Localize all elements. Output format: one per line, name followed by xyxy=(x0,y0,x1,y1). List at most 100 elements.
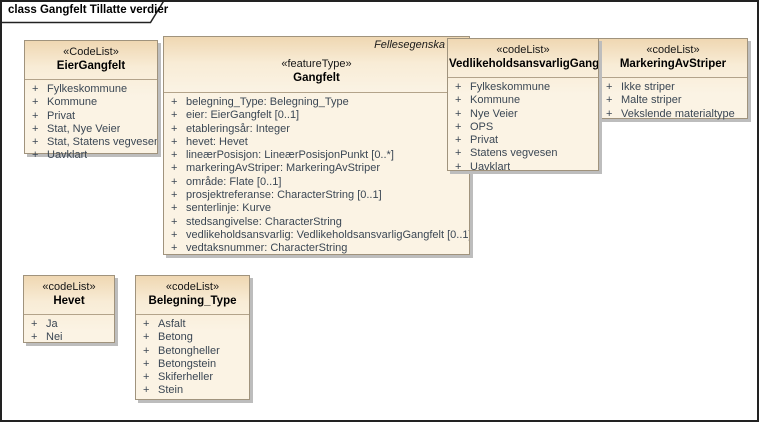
attribute-row[interactable]: + Malte striper xyxy=(599,94,747,107)
attribute-label: Stat, Nye Veier xyxy=(47,122,121,135)
attribute-row[interactable]: + område: Flate [0..1] xyxy=(164,176,469,189)
attribute-compartment: + Ikke striper + Malte striper + Vekslen… xyxy=(599,77,747,121)
stereotype-label: «codeList» xyxy=(42,281,96,293)
attribute-compartment: + Fylkeskommune + Kommune + Privat + Sta… xyxy=(25,79,157,163)
attribute-row[interactable]: + etableringsår: Integer xyxy=(164,123,469,136)
visibility-plus: + xyxy=(455,81,462,93)
attribute-row[interactable]: + vedtaksnummer: CharacterString xyxy=(164,242,469,255)
uml-class-markeringavstriper[interactable]: «codeList» MarkeringAvStriper + Ikke str… xyxy=(598,38,748,121)
uml-class-eiergangfelt[interactable]: «CodeList» EierGangfelt + Fylkeskommune … xyxy=(24,40,158,161)
visibility-plus: + xyxy=(455,94,462,107)
attribute-row[interactable]: + Fylkeskommune xyxy=(448,81,598,94)
attribute-row[interactable]: + Uavklart xyxy=(25,149,157,162)
visibility-plus: + xyxy=(32,96,39,109)
attribute-label: Fylkeskommune xyxy=(470,81,551,93)
visibility-plus: + xyxy=(32,136,39,149)
class-header: «codeList» Belegning_Type xyxy=(136,276,249,310)
attribute-row[interactable]: + Skiferheller xyxy=(136,371,249,384)
attribute-compartment: + Ja + Nei xyxy=(24,314,114,345)
attribute-row[interactable]: + Asfalt xyxy=(136,318,249,331)
attribute-row[interactable]: + Vekslende materialtype xyxy=(599,108,747,121)
attribute-row[interactable]: + lineærPosisjon: LineærPosisjonPunkt [0… xyxy=(164,149,469,162)
visibility-plus: + xyxy=(32,122,39,135)
attribute-row[interactable]: + Stat, Nye Veier xyxy=(25,123,157,136)
attribute-row[interactable]: + markeringAvStriper: MarkeringAvStriper xyxy=(164,162,469,175)
stereotype-label: «codeList» xyxy=(165,281,220,293)
attribute-row[interactable]: + prosjektreferanse: CharacterString [0.… xyxy=(164,189,469,202)
class-name: Hevet xyxy=(53,295,85,307)
package-annotation: Fellesegenska xyxy=(374,39,445,51)
visibility-plus: + xyxy=(171,202,178,215)
diagram-title: class Gangfelt Tillatte verdier xyxy=(8,4,169,16)
attribute-row[interactable]: + Stein xyxy=(136,384,249,397)
visibility-plus: + xyxy=(171,242,178,255)
attribute-label: Uavklart xyxy=(470,160,511,173)
class-name: Gangfelt xyxy=(293,72,340,84)
uml-class-hevet[interactable]: «codeList» Hevet + Ja + Nei xyxy=(23,275,115,343)
stereotype-label: «CodeList» xyxy=(63,46,119,58)
attribute-row[interactable]: + belegning_Type: Belegning_Type xyxy=(164,96,469,109)
uml-class-vedlikeholdsansvarliggangfelt[interactable]: «codeList» VedlikeholdsansvarligGangfe +… xyxy=(447,38,599,174)
attribute-label: lineærPosisjon: LineærPosisjonPunkt [0..… xyxy=(186,149,394,162)
attribute-label: Skiferheller xyxy=(158,371,214,384)
attribute-label: Nei xyxy=(46,331,63,344)
attribute-row[interactable]: + Stat, Statens vegvesen xyxy=(25,136,157,149)
attribute-row[interactable]: + Ikke striper xyxy=(599,81,747,94)
attribute-row[interactable]: + Nye Veier xyxy=(448,108,598,121)
visibility-plus: + xyxy=(171,228,178,241)
visibility-plus: + xyxy=(455,107,462,120)
attribute-row[interactable]: + Nei xyxy=(24,331,114,344)
visibility-plus: + xyxy=(143,318,150,330)
visibility-plus: + xyxy=(32,83,39,95)
attribute-label: eier: EierGangfelt [0..1] xyxy=(186,109,300,122)
attribute-compartment: + Fylkeskommune + Kommune + Nye Veier + … xyxy=(448,77,598,174)
attribute-label: område: Flate [0..1] xyxy=(186,175,282,188)
uml-class-belegning-type[interactable]: «codeList» Belegning_Type + Asfalt + Bet… xyxy=(135,275,250,400)
uml-class-gangfelt[interactable]: Fellesegenska «featureType» Gangfelt + b… xyxy=(163,36,470,255)
visibility-plus: + xyxy=(143,344,150,357)
visibility-plus: + xyxy=(143,384,150,397)
visibility-plus: + xyxy=(143,371,150,384)
tab-outline-shape xyxy=(0,0,165,24)
visibility-plus: + xyxy=(171,109,178,122)
attribute-label: belegning_Type: Belegning_Type xyxy=(186,96,349,108)
attribute-label: Ikke striper xyxy=(621,81,675,93)
visibility-plus: + xyxy=(455,160,462,173)
attribute-row[interactable]: + Betongheller xyxy=(136,345,249,358)
attribute-label: Statens vegvesen xyxy=(470,147,558,160)
class-header: Fellesegenska «featureType» Gangfelt xyxy=(164,37,469,88)
attribute-row[interactable]: + Privat xyxy=(25,110,157,123)
attribute-row[interactable]: + vedlikeholdsansvarlig: Vedlikeholdsans… xyxy=(164,229,469,242)
attribute-row[interactable]: + eier: EierGangfelt [0..1] xyxy=(164,109,469,122)
visibility-plus: + xyxy=(32,109,39,122)
visibility-plus: + xyxy=(31,318,38,330)
visibility-plus: + xyxy=(143,357,150,370)
attribute-label: markeringAvStriper: MarkeringAvStriper xyxy=(186,162,380,175)
attribute-label: Stat, Statens vegvesen xyxy=(47,136,157,149)
attribute-label: Nye Veier xyxy=(470,107,518,120)
attribute-label: vedlikeholdsansvarlig: Vedlikeholdsansva… xyxy=(186,228,469,241)
attribute-row[interactable]: + hevet: Hevet xyxy=(164,136,469,149)
attribute-compartment: + belegning_Type: Belegning_Type + eier:… xyxy=(164,92,469,256)
attribute-label: stedsangivelse: CharacterString xyxy=(186,215,342,228)
attribute-row[interactable]: + Betong xyxy=(136,331,249,344)
visibility-plus: + xyxy=(171,96,178,108)
attribute-label: Betongheller xyxy=(158,344,220,357)
attribute-row[interactable]: + Fylkeskommune xyxy=(25,83,157,96)
attribute-row[interactable]: + Privat xyxy=(448,134,598,147)
attribute-row[interactable]: + Uavklart xyxy=(448,161,598,174)
attribute-row[interactable]: + senterlinje: Kurve xyxy=(164,202,469,215)
attribute-row[interactable]: + Kommune xyxy=(25,96,157,109)
attribute-label: senterlinje: Kurve xyxy=(186,202,271,215)
visibility-plus: + xyxy=(171,215,178,228)
attribute-row[interactable]: + Kommune xyxy=(448,94,598,107)
attribute-label: Kommune xyxy=(470,94,521,107)
visibility-plus: + xyxy=(455,120,462,133)
attribute-row[interactable]: + Ja xyxy=(24,318,114,331)
attribute-row[interactable]: + Betongstein xyxy=(136,358,249,371)
attribute-row[interactable]: + OPS xyxy=(448,121,598,134)
attribute-row[interactable]: + Statens vegvesen xyxy=(448,147,598,160)
attribute-row[interactable]: + stedsangivelse: CharacterString xyxy=(164,216,469,229)
stereotype-label: «codeList» xyxy=(646,44,700,56)
